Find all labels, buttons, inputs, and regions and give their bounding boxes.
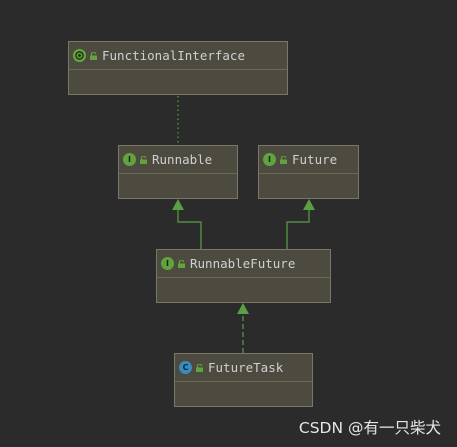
node-name: FutureTask	[208, 360, 284, 375]
edge-runnablefuture-future	[286, 209, 310, 249]
arrow-to-runnablefuture	[237, 303, 249, 314]
node-name: Runnable	[152, 152, 213, 167]
node-future[interactable]: I Future	[258, 145, 359, 199]
node-header: C FutureTask	[175, 354, 312, 382]
node-header: I RunnableFuture	[157, 250, 330, 278]
interface-icon: I	[263, 153, 276, 166]
annotation-icon	[73, 49, 86, 62]
watermark: CSDN @有一只柴犬	[298, 419, 441, 437]
node-header: FunctionalInterface	[69, 42, 287, 70]
lock-icon	[196, 363, 203, 372]
interface-icon: I	[123, 153, 136, 166]
lock-icon	[178, 259, 185, 268]
node-functionalinterface[interactable]: FunctionalInterface	[68, 41, 288, 95]
node-runnablefuture[interactable]: I RunnableFuture	[156, 249, 331, 303]
interface-icon: I	[161, 257, 174, 270]
lock-icon	[90, 51, 97, 60]
lock-icon	[140, 155, 147, 164]
arrow-to-runnable	[172, 199, 184, 210]
node-header: I Future	[259, 146, 358, 174]
lock-icon	[280, 155, 287, 164]
node-runnable[interactable]: I Runnable	[118, 145, 238, 199]
node-name: FunctionalInterface	[102, 48, 245, 63]
node-name: Future	[292, 152, 338, 167]
arrow-to-future	[303, 199, 315, 210]
node-futuretask[interactable]: C FutureTask	[174, 353, 313, 407]
node-name: RunnableFuture	[190, 256, 296, 271]
class-icon: C	[179, 361, 192, 374]
edge-runnablefuture-runnable	[177, 209, 202, 249]
node-header: I Runnable	[119, 146, 237, 174]
